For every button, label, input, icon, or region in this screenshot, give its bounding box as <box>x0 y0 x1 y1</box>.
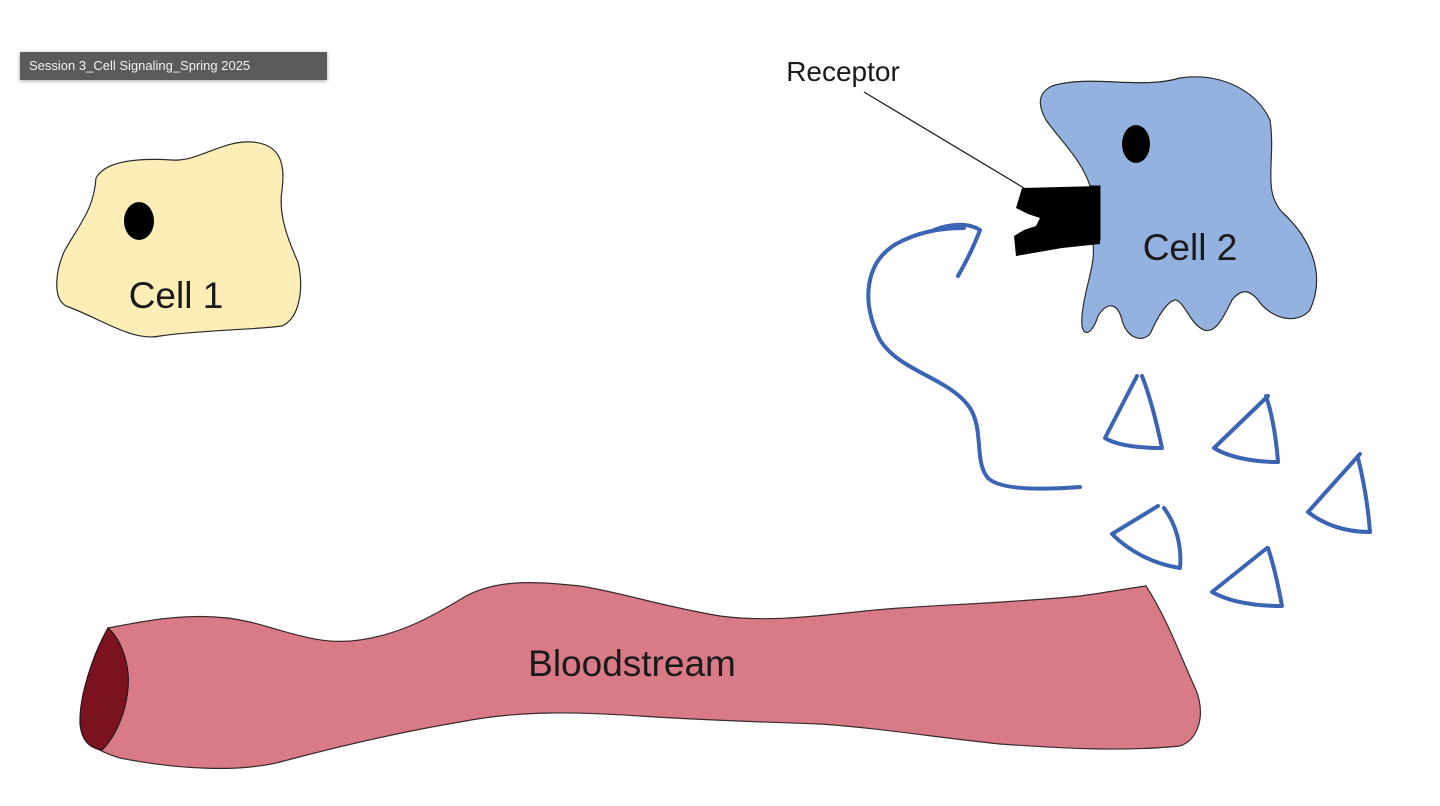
receptor-pointer-line <box>863 91 1025 189</box>
signaling-molecule <box>1210 546 1284 608</box>
bloodstream-cut-end <box>79 627 129 751</box>
cell-2-body <box>1039 76 1318 339</box>
signal-arrow <box>866 222 1082 491</box>
signal-arrow-curve <box>866 226 1082 491</box>
signaling-molecule <box>1103 374 1164 450</box>
signaling-molecules <box>1103 374 1372 608</box>
cell-1: Cell 1 <box>56 141 302 338</box>
bloodstream: Bloodstream <box>79 582 1201 769</box>
signal-arrow-head <box>932 222 982 278</box>
receptor-shape <box>1014 186 1100 256</box>
cell-1-body <box>56 141 302 338</box>
signaling-molecule <box>1212 394 1280 464</box>
cell-1-nucleus <box>124 202 154 240</box>
session-title-tag: Session 3_Cell Signaling_Spring 2025 <box>20 52 327 80</box>
bloodstream-label: Bloodstream <box>528 643 736 684</box>
signaling-molecule <box>1110 504 1183 570</box>
cell-2-label: Cell 2 <box>1143 227 1238 268</box>
cell-2-nucleus <box>1122 125 1150 163</box>
bloodstream-vessel <box>79 582 1201 769</box>
receptor: Receptor <box>786 56 1100 256</box>
receptor-label: Receptor <box>786 56 900 87</box>
signaling-molecule <box>1306 452 1372 534</box>
cell-1-label: Cell 1 <box>129 275 224 316</box>
cell-2: Cell 2 <box>1039 76 1318 339</box>
